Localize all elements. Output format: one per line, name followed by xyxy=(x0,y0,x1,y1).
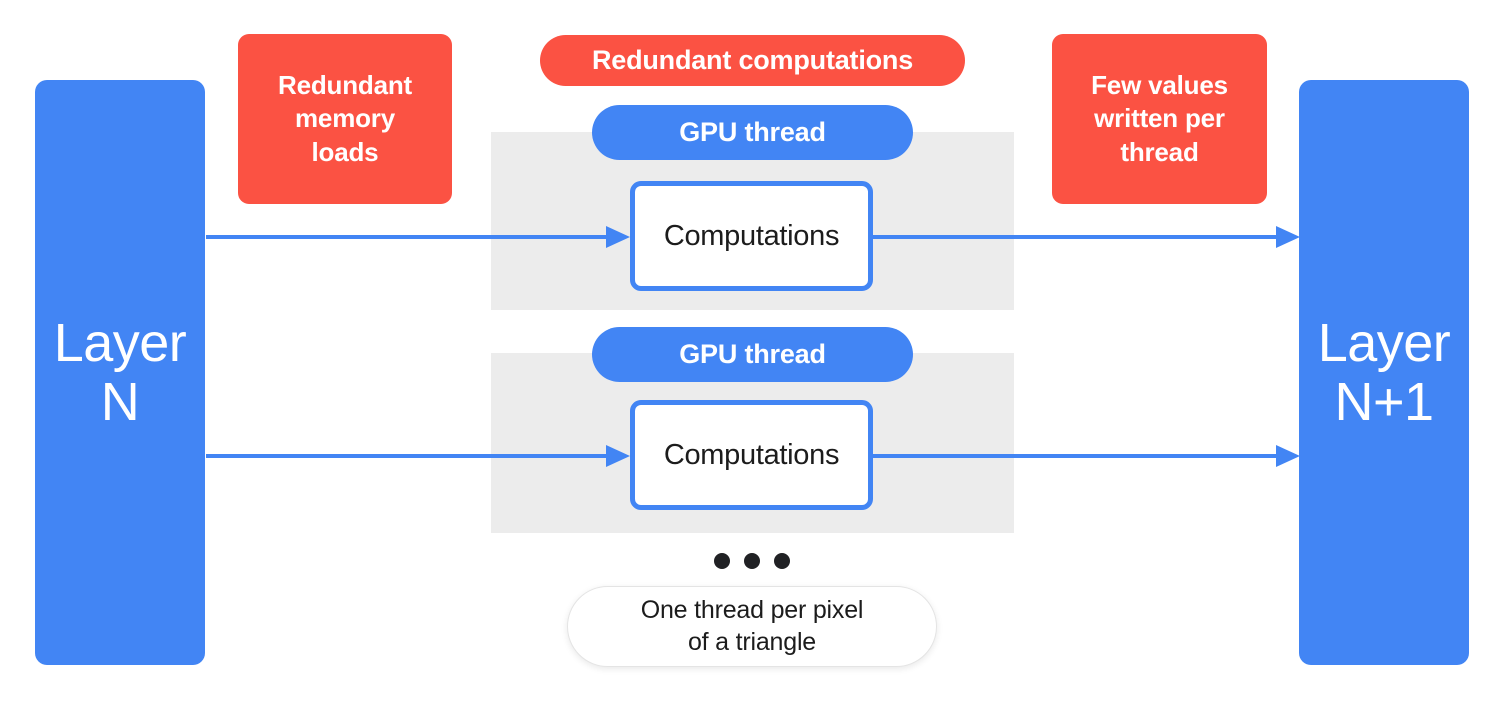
callout-few-values-written-per-thread: Few values written per thread xyxy=(1052,34,1267,204)
arrow-write-2 xyxy=(873,443,1300,469)
ellipsis-dot-2 xyxy=(744,553,760,569)
gpu-thread-pill-1: GPU thread xyxy=(592,105,913,160)
computations-box-1: Computations xyxy=(630,181,873,291)
arrow-load-1 xyxy=(206,224,630,250)
ellipsis-dot-3 xyxy=(774,553,790,569)
layer-n-block: Layer N xyxy=(35,80,205,665)
computations-box-2: Computations xyxy=(630,400,873,510)
gpu-thread-pill-2: GPU thread xyxy=(592,327,913,382)
ellipsis-dot-1 xyxy=(714,553,730,569)
note-one-thread-per-pixel: One thread per pixel of a triangle xyxy=(567,586,937,667)
arrow-load-2 xyxy=(206,443,630,469)
ellipsis-more-threads-icon xyxy=(714,551,790,571)
callout-redundant-memory-loads: Redundant memory loads xyxy=(238,34,452,204)
arrow-write-1 xyxy=(873,224,1300,250)
callout-redundant-computations: Redundant computations xyxy=(540,35,965,86)
layer-n-plus-1-block: Layer N+1 xyxy=(1299,80,1469,665)
